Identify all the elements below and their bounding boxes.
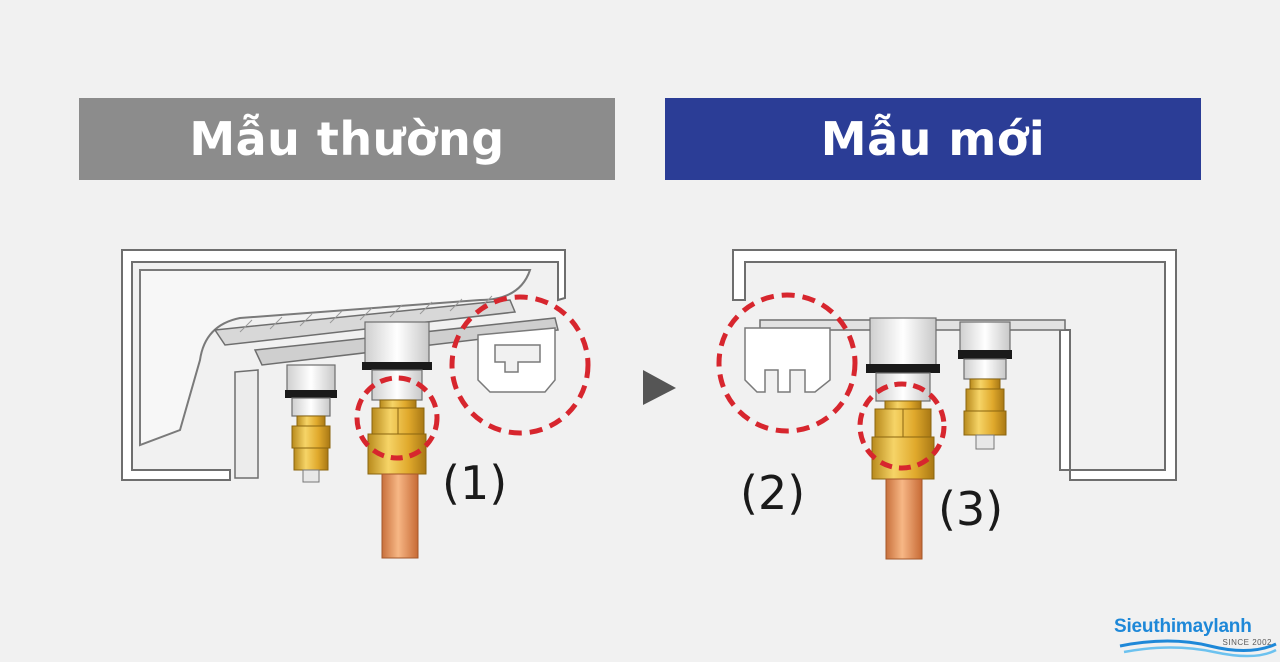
standard-model-casing bbox=[121, 249, 566, 481]
highlight-circle-hook-old bbox=[449, 294, 591, 436]
new-model-small-valve bbox=[958, 321, 1012, 450]
standard-model-large-valve bbox=[362, 321, 432, 559]
play-triangle-icon bbox=[643, 370, 676, 405]
brand-logo: Sieuthimaylanh SINCE 2002 bbox=[1114, 616, 1274, 656]
logo-wave-icon bbox=[1119, 639, 1277, 658]
callout-label-3: (3) bbox=[938, 482, 1004, 536]
new-model-hook-rail bbox=[744, 327, 831, 393]
brand-logo-name: Sieuthimaylanh bbox=[1114, 616, 1252, 637]
banner-standard-model: Mẫu thường bbox=[79, 98, 615, 180]
banner-new-model-label: Mẫu mới bbox=[820, 112, 1046, 166]
standard-model-small-valve bbox=[285, 364, 337, 483]
highlight-circle-1 bbox=[354, 375, 440, 461]
callout-label-1: (1) bbox=[442, 456, 508, 510]
highlight-circle-3 bbox=[857, 381, 947, 471]
highlight-circle-2 bbox=[716, 292, 858, 434]
standard-model-hook-rail bbox=[477, 327, 556, 393]
new-model-large-valve bbox=[866, 317, 940, 560]
standard-model-unit bbox=[121, 249, 591, 559]
standard-model-inner-panel bbox=[139, 269, 532, 447]
new-model-casing bbox=[732, 249, 1177, 481]
brand-logo-tagline: SINCE 2002 bbox=[1222, 638, 1272, 647]
banner-standard-model-label: Mẫu thường bbox=[189, 112, 505, 166]
banner-new-model: Mẫu mới bbox=[665, 98, 1201, 180]
new-model-unit bbox=[716, 249, 1177, 560]
callout-label-2: (2) bbox=[740, 466, 806, 520]
